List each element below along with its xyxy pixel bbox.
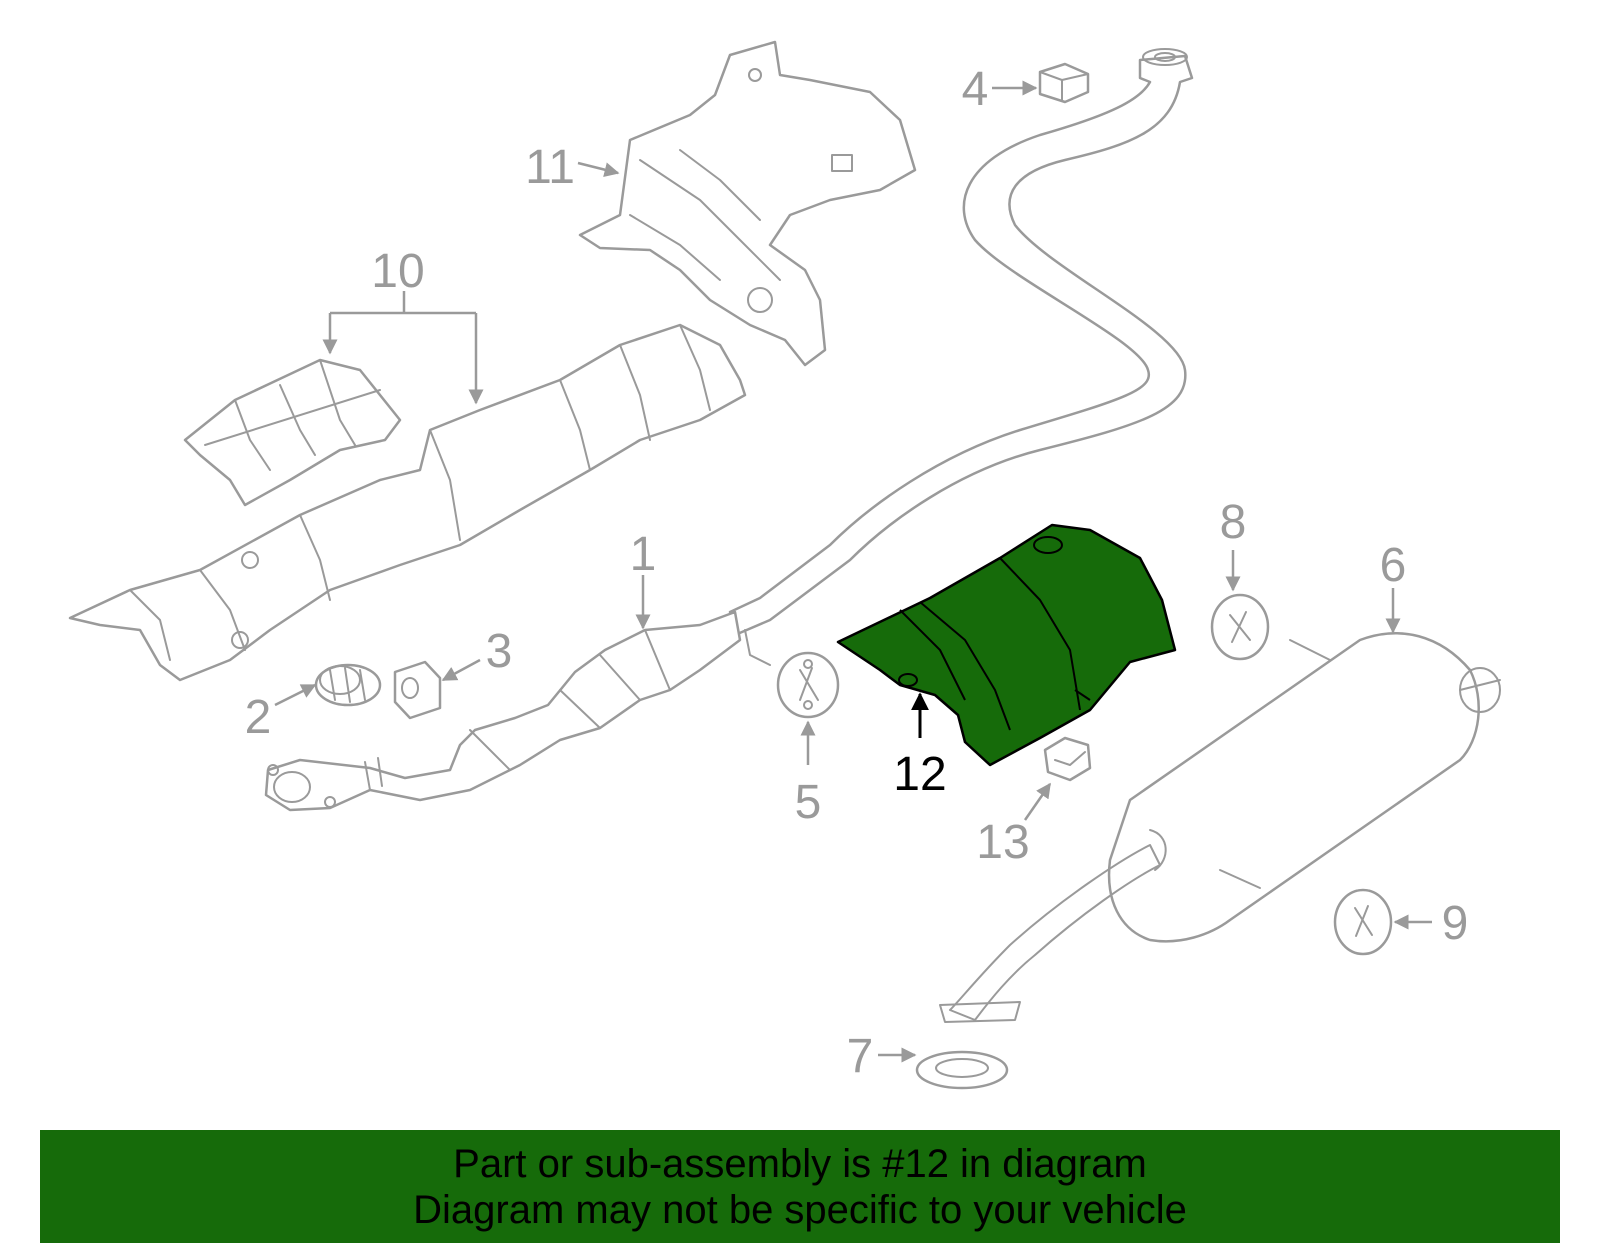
leader-lines [274,80,1432,1063]
catalytic-converter-part[interactable] [264,610,771,812]
callout-4: 4 [962,63,989,116]
callout-13: 13 [976,816,1029,869]
callout-3: 3 [486,625,513,678]
callout-6: 6 [1380,539,1407,592]
callout-2: 2 [245,691,272,744]
nut-4-part[interactable] [1038,62,1090,104]
heat-shield-rear-part[interactable] [68,323,747,682]
callout-9: 9 [1442,897,1469,950]
highlighted-part-12[interactable] [836,523,1177,767]
hanger-9-part[interactable] [1333,888,1393,956]
callout-7: 7 [847,1030,874,1083]
heat-shield-front-part[interactable] [183,358,402,507]
gasket-ring-part[interactable] [314,663,382,707]
banner-line-part: Part or sub-assembly is #12 in diagram [453,1141,1147,1186]
callout-11: 11 [525,141,575,194]
nut-3-part[interactable] [393,660,442,720]
upper-heat-shield-part[interactable] [578,40,917,367]
callout-1: 1 [630,528,657,581]
callout-12: 12 [893,748,946,801]
banner-line-disclaimer: Diagram may not be specific to your vehi… [413,1187,1187,1232]
callout-8: 8 [1220,496,1247,549]
muffler-part[interactable] [939,632,1501,1023]
callout-10: 10 [371,245,424,298]
gasket-7-part[interactable] [915,1050,1009,1090]
callout-numbers: 1 2 3 4 5 6 7 8 9 10 11 12 13 [245,63,1469,1083]
info-banner: Part or sub-assembly is #12 in diagram D… [40,1130,1560,1243]
callout-5: 5 [795,776,822,829]
nut-13-part[interactable] [1043,736,1092,782]
hanger-8-part[interactable] [1210,593,1270,661]
hanger-5-part[interactable] [776,651,840,719]
